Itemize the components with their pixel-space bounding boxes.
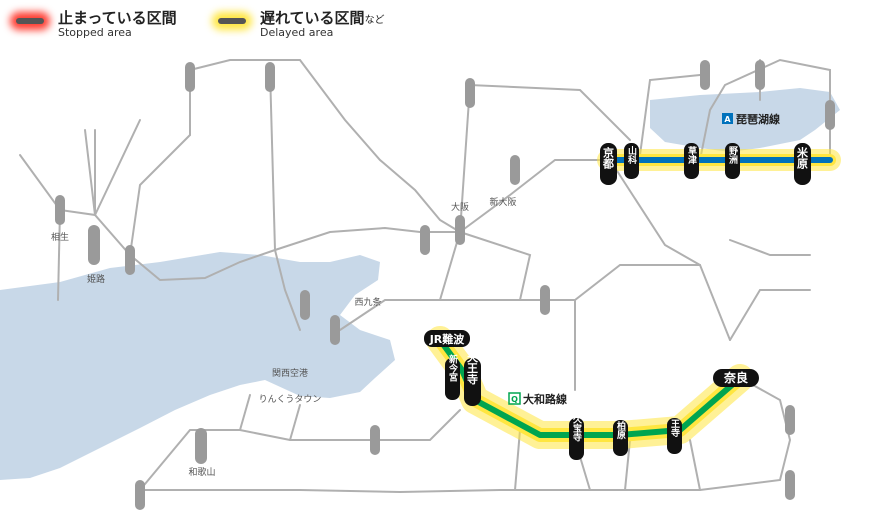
station-osaka-label: 大阪 (451, 201, 469, 213)
station-tennoji: 天王寺 (466, 351, 479, 385)
station-kyoto-pill (600, 143, 617, 185)
station-marker (420, 225, 430, 255)
station-rinku-label: りんくうタウン (259, 394, 322, 405)
stopped-swatch-icon (8, 10, 52, 32)
legend-stopped-jp: 止まっている区間 (58, 9, 177, 27)
station-marker (135, 480, 145, 510)
station-marker (510, 155, 520, 185)
station-osaka-marker (455, 215, 465, 245)
biwako-line-name: 琵琶湖線 (736, 112, 780, 126)
station-kusatsu-pill (684, 143, 699, 179)
station-maibara: 米原 (796, 146, 810, 170)
station-aioi-marker (55, 195, 65, 225)
station-nara-pill (713, 369, 759, 387)
station-oji-pill (667, 418, 682, 454)
minor-station-labels: 姫路 相生 大阪 新大阪 西九条 関西空港 りんくうタウン 和歌山 (51, 196, 517, 478)
station-shin-imamiya-pill (445, 358, 460, 400)
station-marker (700, 60, 710, 90)
station-jr-namba: JR難波 (429, 332, 466, 346)
yamatoji-badge-icon (508, 392, 521, 405)
station-oji: 王寺 (669, 419, 680, 438)
line-stations[interactable]: 京都 山科 草津 野洲 米原 JR難波 新今宮 天王寺 久宝寺 柏原 王寺 奈良 (424, 143, 811, 460)
yamatoji-line-name: 大和路線 (523, 392, 567, 406)
station-marker (370, 425, 380, 455)
yamatoji-badge-letter: Q (511, 395, 518, 404)
station-marker (300, 290, 310, 320)
station-kyuhoji: 久宝寺 (571, 413, 582, 442)
legend-stopped: 止まっている区間 Stopped area (8, 10, 177, 39)
station-kashiwara-pill (613, 420, 628, 456)
station-himeji-label: 姫路 (87, 273, 105, 285)
station-shin-imamiya: 新今宮 (447, 353, 459, 382)
station-kashiwara: 柏原 (615, 420, 626, 440)
delayed-swatch-icon (210, 10, 254, 32)
station-yasu-pill (725, 143, 740, 179)
station-shin-osaka-label: 新大阪 (489, 196, 516, 208)
station-marker (330, 315, 340, 345)
legend-delayed-en: Delayed area (260, 25, 334, 39)
station-yamashina: 山科 (626, 145, 637, 165)
station-wakayama-marker (195, 428, 207, 464)
station-marker (785, 405, 795, 435)
biwako-badge-letter: A (724, 115, 731, 124)
station-marker (465, 78, 475, 108)
station-marker (125, 245, 135, 275)
legend-delayed-jp: 遅れている区間 (260, 9, 365, 27)
biwako-badge-icon (722, 113, 733, 124)
station-wakayama-label: 和歌山 (188, 466, 215, 478)
station-marker (540, 285, 550, 315)
legend-delayed-jp-row: 遅れている区間など (260, 10, 385, 27)
minor-stations (55, 60, 835, 510)
station-aioi-label: 相生 (51, 231, 69, 243)
station-marker (755, 60, 765, 90)
legend-delayed: 遅れている区間など Delayed area (210, 10, 385, 39)
station-kyoto: 京都 (602, 146, 616, 170)
station-marker (185, 62, 195, 92)
station-nishikujo-label: 西九条 (354, 296, 381, 308)
station-marker (825, 100, 835, 130)
station-yamashina-pill (624, 143, 639, 179)
line-badge-biwako: A 琵琶湖線 (722, 112, 780, 126)
station-kyuhoji-pill (569, 418, 584, 460)
station-maibara-pill (794, 143, 811, 185)
legend-stopped-en: Stopped area (58, 25, 132, 39)
station-yasu: 野洲 (727, 146, 738, 165)
line-badge-yamatoji: Q 大和路線 (508, 392, 567, 406)
station-himeji-marker (88, 225, 100, 265)
water-areas (0, 88, 840, 480)
yamatoji-line[interactable] (426, 326, 754, 449)
legend-delayed-suffix: など (364, 15, 385, 26)
station-tennoji-pill (464, 358, 481, 406)
station-kansai-airport-label: 関西空港 (272, 367, 308, 379)
station-marker (265, 62, 275, 92)
station-kusatsu: 草津 (686, 145, 697, 165)
station-nara: 奈良 (723, 370, 748, 385)
station-jr-namba-pill (424, 330, 470, 347)
other-rail-lines (19, 58, 831, 494)
station-marker (785, 470, 795, 500)
